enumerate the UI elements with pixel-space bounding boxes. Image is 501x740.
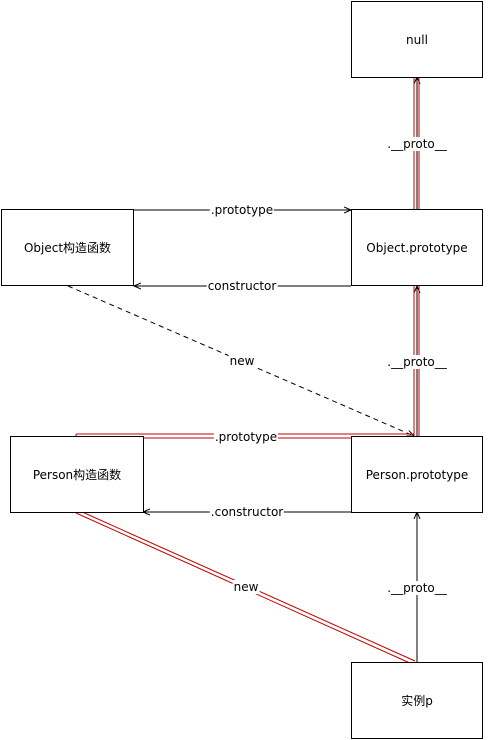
label-proto-mid: .__proto__ <box>386 355 448 369</box>
instance-node: 实例p <box>351 662 483 739</box>
object-prototype-node: Object.prototype <box>351 209 483 286</box>
person-prototype-label: Person.prototype <box>365 467 469 482</box>
null-node: null <box>351 1 483 78</box>
person-constructor-node: Person构造函数 <box>10 436 144 513</box>
object-constructor-label: Object构造函数 <box>23 241 112 255</box>
label-object-constructor: constructor <box>206 279 278 293</box>
highlight-path <box>75 78 420 665</box>
object-constructor-node: Object构造函数 <box>1 209 134 286</box>
label-proto-bottom: .__proto__ <box>386 581 448 595</box>
instance-label: 实例p <box>401 694 433 708</box>
label-object-prototype: .prototype <box>209 203 275 217</box>
label-person-constructor: .constructor <box>209 505 285 519</box>
label-person-prototype: .prototype <box>213 430 279 444</box>
label-new-object: new <box>228 354 256 368</box>
person-constructor-label: Person构造函数 <box>32 468 122 482</box>
null-node-label: null <box>406 32 428 47</box>
label-proto-top: .__proto__ <box>386 137 448 151</box>
label-new-person: new <box>232 580 260 594</box>
object-prototype-label: Object.prototype <box>366 240 468 255</box>
person-prototype-node: Person.prototype <box>351 436 483 513</box>
